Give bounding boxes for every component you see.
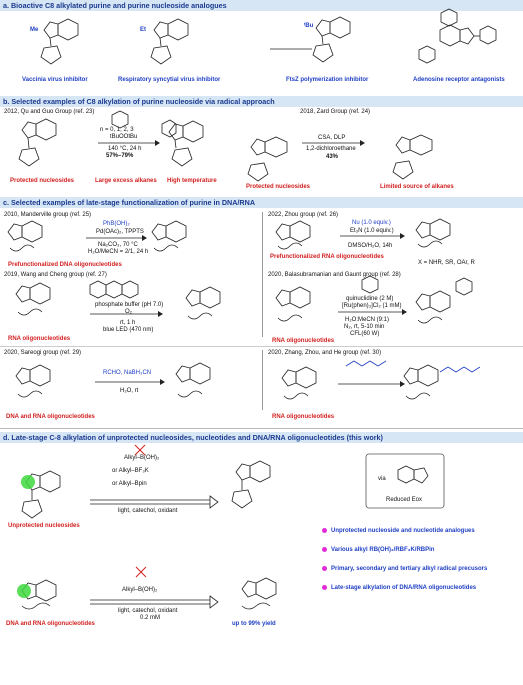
purine-structure-a2 [150,18,189,65]
r25-c1: PhB(OH)₂ [103,221,130,227]
r27-c1: phosphate buffer (pH 7.0) [95,302,164,308]
d-cond-2b: 0.2 mM [140,615,161,621]
caption-vaccinia: Vaccinia virus inhibitor [22,77,88,83]
section-a-header: a. Bioactive C8 alkylated purine and pur… [0,0,523,11]
section-d-header: d. Late-stage C-8 alkylation of unprotec… [0,432,523,443]
ref-26: 2022, Zhou group (ref. 26) [268,212,339,218]
bullet-dot-icon [322,547,327,552]
section-c-divider [262,212,263,337]
r26-c3: DMSO/H₂O, 14h [348,243,393,249]
caption-adenosine: Adenosine receptor antagonists [413,77,505,83]
reagent-bpin: or Alkyl–Bpin [112,481,147,487]
reagent-bf3k: or Alkyl–BF₃K [112,468,149,474]
r25-c2: Pd(OAc)₂, TPPTS [96,229,144,235]
reagent-boronic: Alkyl–B(OH)₂ [124,455,160,461]
r26-c2: Et₃N (1.0 equiv.) [350,228,394,234]
bullet-dot-icon [322,585,327,590]
sub-tbu: ᵗBu [304,23,314,29]
bullet-4: Late-stage alkylation of DNA/RNA oligonu… [322,585,476,592]
ref-zard: 2018, Zard Group (ref. 24) [300,109,371,115]
r28-c3: H₂O:MeCN (9:1) [345,317,390,323]
r29-label: DNA and RNA oligonucleotides [6,414,95,420]
r29-c2: H₂O, rt [120,388,139,394]
cond-peroxide: tBuOOtBu [110,134,138,140]
r30-label: RNA oligonucleotides [272,414,335,420]
cond-zard-2: 1,2-dichloroethane [306,146,356,152]
label-protected-2: Protected nucleosides [246,184,311,190]
yield-zard: 43% [326,154,339,160]
ref-25: 2010, Manderville group (ref. 25) [4,212,92,218]
bullet-3: Primary, secondary and tertiary alkyl ra… [322,566,487,573]
yield-qu: 57%–79% [106,153,134,159]
cond-temp: 140 °C, 24 h [108,146,142,152]
bullet-dot-icon [322,566,327,571]
section-c-header: c. Selected examples of late-stage funct… [0,197,523,208]
label-dna-rna: DNA and RNA oligonucleotides [6,621,95,627]
bullet-dot-icon [322,528,327,533]
r26-c1: Nu (1.0 equiv.) [352,220,391,226]
r29-c1: RCHO, NaBH₃CN [103,370,152,376]
r27-c2: O₂ [125,309,132,315]
r25-c4: H₂O/MeCN = 2/1, 24 h [88,249,149,255]
ref-28: 2020, Balasubramanian and Gaunt group (r… [268,272,401,278]
cond-n: n = 0, 1, 2, 3 [100,127,134,133]
purine-structure-a3 [270,16,351,63]
sub-et: Et [140,27,146,33]
caption-rsv: Respiratory syncytial virus inhibitor [118,77,221,83]
label-unprotected: Unprotected nucleosides [8,523,80,529]
bullet-1: Unprotected nucleoside and nucleotide an… [322,528,475,535]
ref-27: 2019, Wang and Cheng group (ref. 27) [4,272,107,278]
bullet-2: Various alkyl RB(OH)₂/RBF₃K/RBPin [322,547,434,554]
r28-c1: quinuclidine (2 M) [346,296,394,302]
r26-label: Prefunctionalized RNA oligonucleotides [270,254,384,260]
d-cond-1: light, catechol, oxidant [118,508,178,514]
r28-c2: [Ru(phen)₃]Cl₂ (1 mM) [342,303,402,309]
cond-zard-1: CSA, DLP [318,135,346,141]
via-label: via [378,476,386,482]
d-cond-2a: light, catechol, oxidant [118,608,178,614]
r27-label: RNA oligonucleotides [8,336,71,342]
r27-c4: blue LED (470 nm) [103,327,154,333]
sub-me: Me [30,27,39,33]
label-limited: Limited source of alkanes [380,184,454,190]
yield-label: up to 99% yield [232,621,276,627]
caption-ftsz: FtsZ polymerization inhibitor [286,77,369,83]
ref-30: 2020, Zhang, Zhou, and He group (ref. 30… [268,350,382,356]
label-high-temp: High temperature [167,178,217,184]
ref-29: 2020, Sareogi group (ref. 29) [4,350,82,356]
r28-c5: CFL(60 W) [350,331,380,337]
label-excess: Large excess alkanes [95,178,157,184]
purine-structure-a4 [418,8,497,64]
reduced-eox: Reduced Eox [386,497,423,503]
r25-label: Prefunctionalized DNA oligonucleotides [8,262,122,268]
r25-c3: Na₂CO₃, 70 °C [98,242,138,248]
ref-qu-guo: 2012, Qu and Guo Group (ref. 23) [4,109,95,115]
section-b-header: b. Selected examples of C8 alkylation of… [0,96,523,107]
purine-structure-a1 [40,18,79,65]
r27-c3: rt, 1 h [120,320,136,326]
label-protected-1: Protected nucleosides [10,178,75,184]
r28-label: RNA oligonucleotides [272,338,335,344]
r26-x: X = NHR, SR, OAr, R [418,260,475,266]
r28-c4: N₂, rt, 5-10 min [344,324,385,330]
reagent-boronic-2: Alkyl–B(OH)₂ [122,587,158,593]
